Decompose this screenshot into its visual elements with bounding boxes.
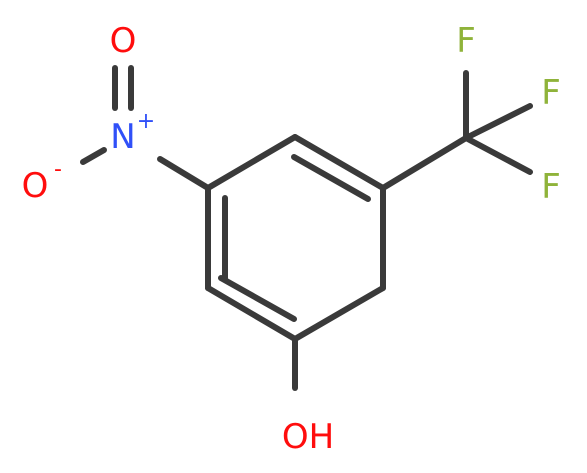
ring-double-bond-3 [218,275,297,322]
fluorine-label-right: F [541,73,561,113]
nitrogen-charge: + [137,109,155,134]
fluorine-label-bottom: F [541,167,561,207]
oxygen-label-nitro-left: O [22,166,49,206]
ring-bond-4 [205,285,298,342]
n-o-single-bond [80,147,107,165]
ring-bond-1 [292,134,386,191]
oxygen-charge: - [54,157,62,182]
hydroxyl-label: OH [282,417,334,457]
c-f-bond-bottom [463,135,533,175]
ring-bond-6 [205,134,298,191]
fluorine-label-top: F [456,21,476,61]
c-f-bond-right [463,103,533,141]
oxygen-label-nitro-top: O [110,21,137,61]
atom-labels: O N + O - F F F OH [22,21,561,457]
ring-double-bond-1 [291,154,371,202]
nitrogen-label: N [110,117,135,157]
c-n-bond [157,156,211,191]
c-cf3-bond [380,135,469,191]
bonds [80,65,533,391]
ring-bond-3 [292,285,386,342]
